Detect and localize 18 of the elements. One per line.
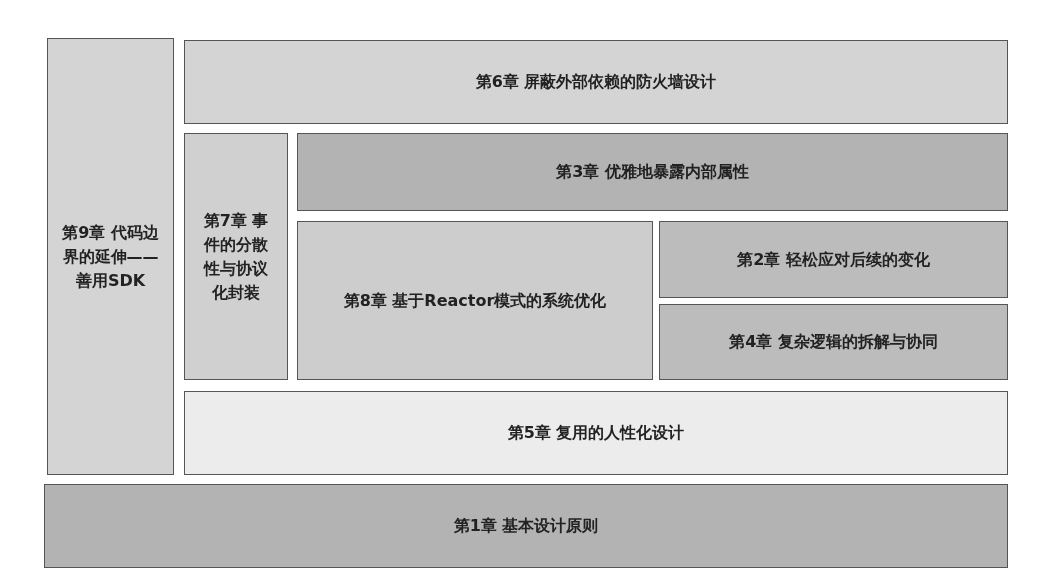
- chapter-block: [184, 40, 1008, 124]
- chapter-block: [184, 133, 288, 380]
- chapter-title: 第6章 屏蔽外部依赖的防火墙设计: [475, 71, 717, 93]
- chapter-title: 第3章 优雅地暴露内部属性: [556, 161, 749, 183]
- chapter-title: 第1章 基本设计原则: [453, 515, 599, 537]
- chapter-block: [184, 391, 1008, 475]
- chapter-title: 第4章 复杂逻辑的拆解与协同: [729, 331, 938, 353]
- chapter-block: [659, 221, 1008, 298]
- chapter-block: [297, 133, 1008, 211]
- chapter-block: [659, 304, 1008, 380]
- chapter-title: 第9章 代码边界的延伸——善用SDK: [62, 221, 159, 292]
- chapter-block: [297, 221, 653, 380]
- chapter-title: 第8章 基于Reactor模式的系统优化: [343, 289, 607, 312]
- chapter-block: [44, 484, 1008, 568]
- chapter-block: [47, 38, 174, 475]
- chapter-title: 第7章 事件的分散性与协议化封装: [202, 209, 270, 304]
- chapter-title: 第2章 轻松应对后续的变化: [737, 248, 930, 271]
- chapter-title: 第5章 复用的人性化设计: [507, 422, 685, 444]
